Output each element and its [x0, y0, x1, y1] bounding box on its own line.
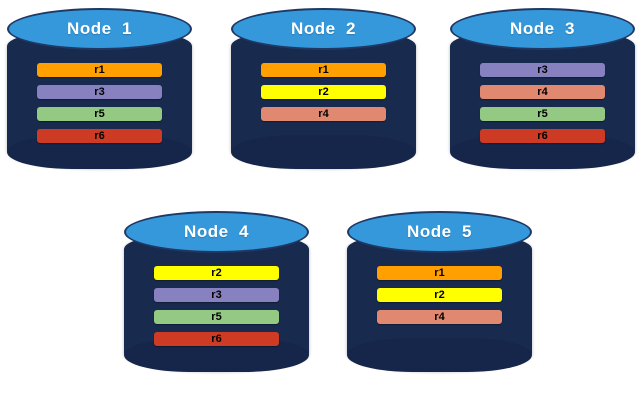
record-label: r6 [537, 129, 548, 142]
database-node-2[interactable]: Node 2 r1 r2 r4 [231, 8, 416, 188]
record-bar-r1[interactable]: r1 [37, 63, 162, 77]
record-label: r5 [211, 310, 222, 323]
database-node-5[interactable]: Node 5 r1 r2 r4 [347, 211, 532, 391]
record-bar-r6[interactable]: r6 [480, 129, 605, 143]
record-bar-r6[interactable]: r6 [154, 332, 279, 346]
node-title: Node 1 [67, 19, 132, 38]
cylinder-top: Node 4 [124, 211, 309, 253]
record-bar-r1[interactable]: r1 [261, 63, 386, 77]
record-bar-r5[interactable]: r5 [154, 310, 279, 324]
record-label: r1 [94, 63, 105, 76]
record-bar-r4[interactable]: r4 [377, 310, 502, 324]
record-bar-r3[interactable]: r3 [154, 288, 279, 302]
record-bar-r2[interactable]: r2 [154, 266, 279, 280]
record-label: r2 [211, 266, 222, 279]
record-bar-r3[interactable]: r3 [480, 63, 605, 77]
record-bar-r6[interactable]: r6 [37, 129, 162, 143]
cylinder-top: Node 2 [231, 8, 416, 50]
record-label: r3 [537, 63, 548, 76]
record-bar-r1[interactable]: r1 [377, 266, 502, 280]
node-title: Node 3 [510, 19, 575, 38]
node-title: Node 4 [184, 222, 249, 241]
record-list: r1 r2 r4 [261, 63, 386, 129]
record-bar-r3[interactable]: r3 [37, 85, 162, 99]
record-bar-r5[interactable]: r5 [37, 107, 162, 121]
record-label: r4 [434, 310, 445, 323]
record-label: r4 [318, 107, 329, 120]
database-node-1[interactable]: Node 1 r1 r3 r5 r6 [7, 8, 192, 188]
record-label: r2 [318, 85, 329, 98]
record-label: r3 [211, 288, 222, 301]
record-bar-r2[interactable]: r2 [261, 85, 386, 99]
cylinder-top: Node 5 [347, 211, 532, 253]
record-list: r1 r2 r4 [377, 266, 502, 332]
record-bar-r4[interactable]: r4 [261, 107, 386, 121]
node-title: Node 2 [291, 19, 356, 38]
record-label: r4 [537, 85, 548, 98]
record-list: r3 r4 r5 r6 [480, 63, 605, 151]
record-bar-r2[interactable]: r2 [377, 288, 502, 302]
database-node-3[interactable]: Node 3 r3 r4 r5 r6 [450, 8, 635, 188]
record-label: r1 [318, 63, 329, 76]
cylinder-bottom [231, 135, 416, 169]
cylinder-top: Node 1 [7, 8, 192, 50]
record-label: r3 [94, 85, 105, 98]
record-label: r6 [94, 129, 105, 142]
record-label: r2 [434, 288, 445, 301]
cylinder-top: Node 3 [450, 8, 635, 50]
cylinder-bottom [347, 338, 532, 372]
record-list: r1 r3 r5 r6 [37, 63, 162, 151]
record-label: r5 [537, 107, 548, 120]
record-bar-r4[interactable]: r4 [480, 85, 605, 99]
record-label: r6 [211, 332, 222, 345]
record-bar-r5[interactable]: r5 [480, 107, 605, 121]
node-title: Node 5 [407, 222, 472, 241]
database-node-4[interactable]: Node 4 r2 r3 r5 r6 [124, 211, 309, 391]
record-label: r1 [434, 266, 445, 279]
record-list: r2 r3 r5 r6 [154, 266, 279, 354]
record-label: r5 [94, 107, 105, 120]
